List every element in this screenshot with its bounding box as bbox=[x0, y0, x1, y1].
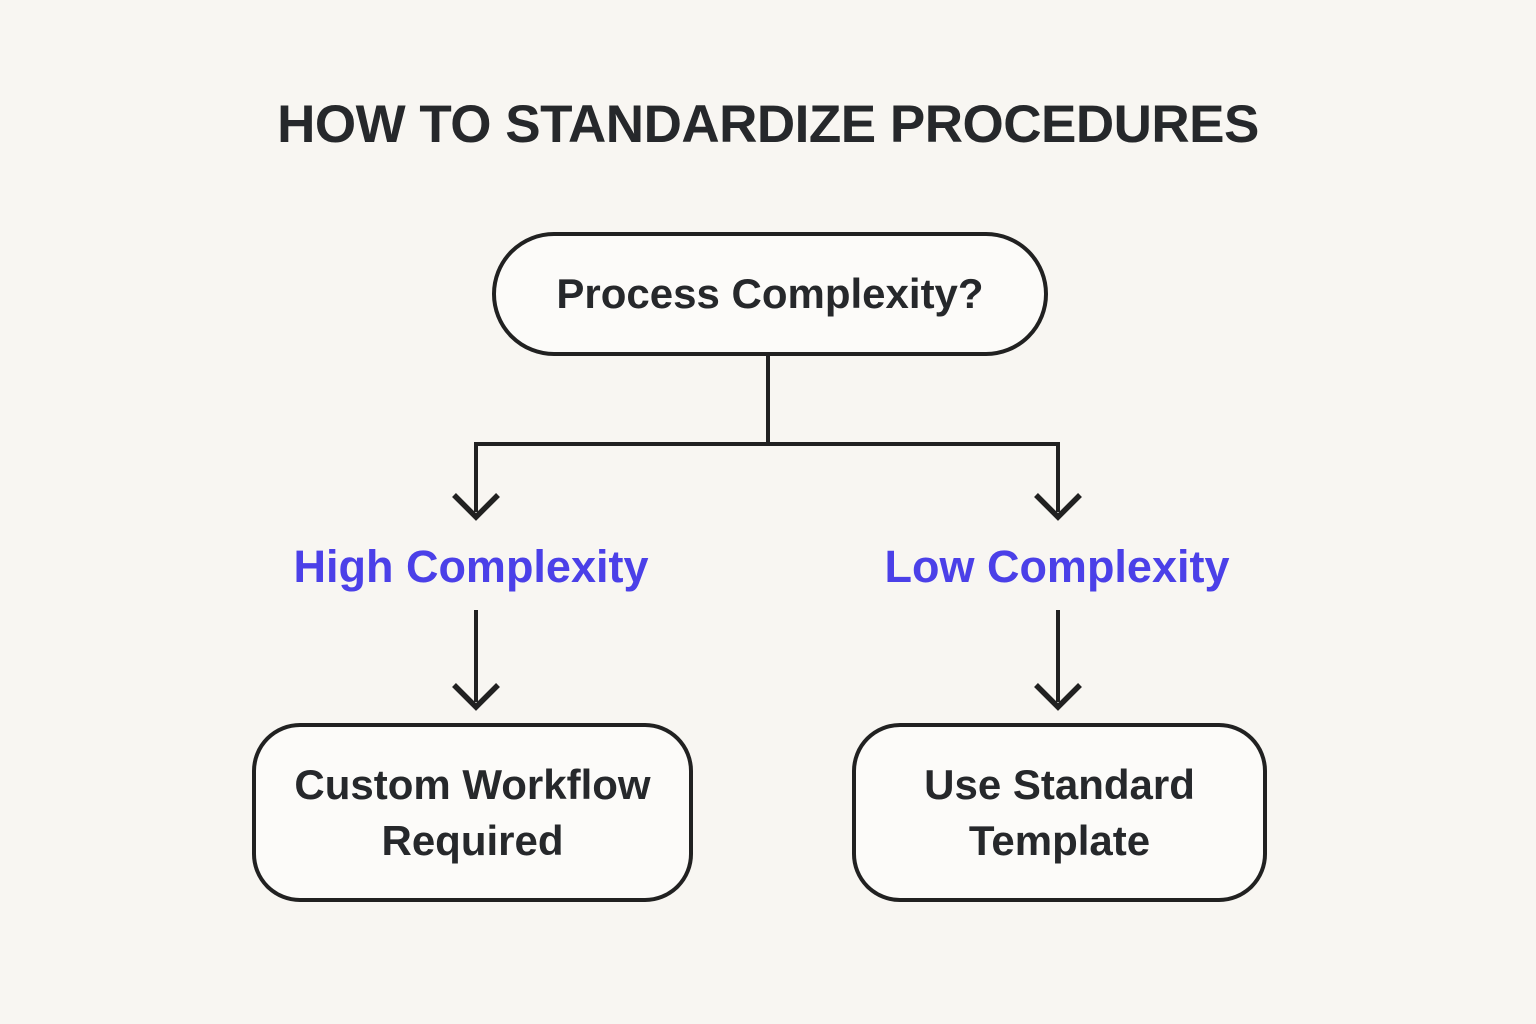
right-branch-arrowhead-icon bbox=[1034, 493, 1082, 521]
left-branch-arrowhead-icon bbox=[452, 493, 500, 521]
left-result-arrowhead-icon bbox=[452, 683, 500, 711]
branch-label-high-complexity: High Complexity bbox=[293, 541, 649, 592]
right-result-arrowhead-icon bbox=[1034, 683, 1082, 711]
decision-node-process-complexity: Process Complexity? bbox=[492, 232, 1048, 356]
result-node-use-standard-template: Use Standard Template bbox=[852, 723, 1267, 902]
result-node-line-2: Required bbox=[381, 816, 564, 864]
branch-label-low-complexity: Low Complexity bbox=[884, 541, 1230, 592]
result-node-line-1: Use Standard bbox=[924, 760, 1195, 808]
result-node-custom-workflow: Custom Workflow Required bbox=[252, 723, 693, 902]
result-node-line-2: Template bbox=[968, 816, 1151, 864]
result-node-line-1: Custom Workflow bbox=[294, 760, 651, 808]
page-title: HOW TO STANDARDIZE PROCEDURES bbox=[277, 95, 1259, 154]
decision-node-label: Process Complexity? bbox=[556, 270, 984, 317]
